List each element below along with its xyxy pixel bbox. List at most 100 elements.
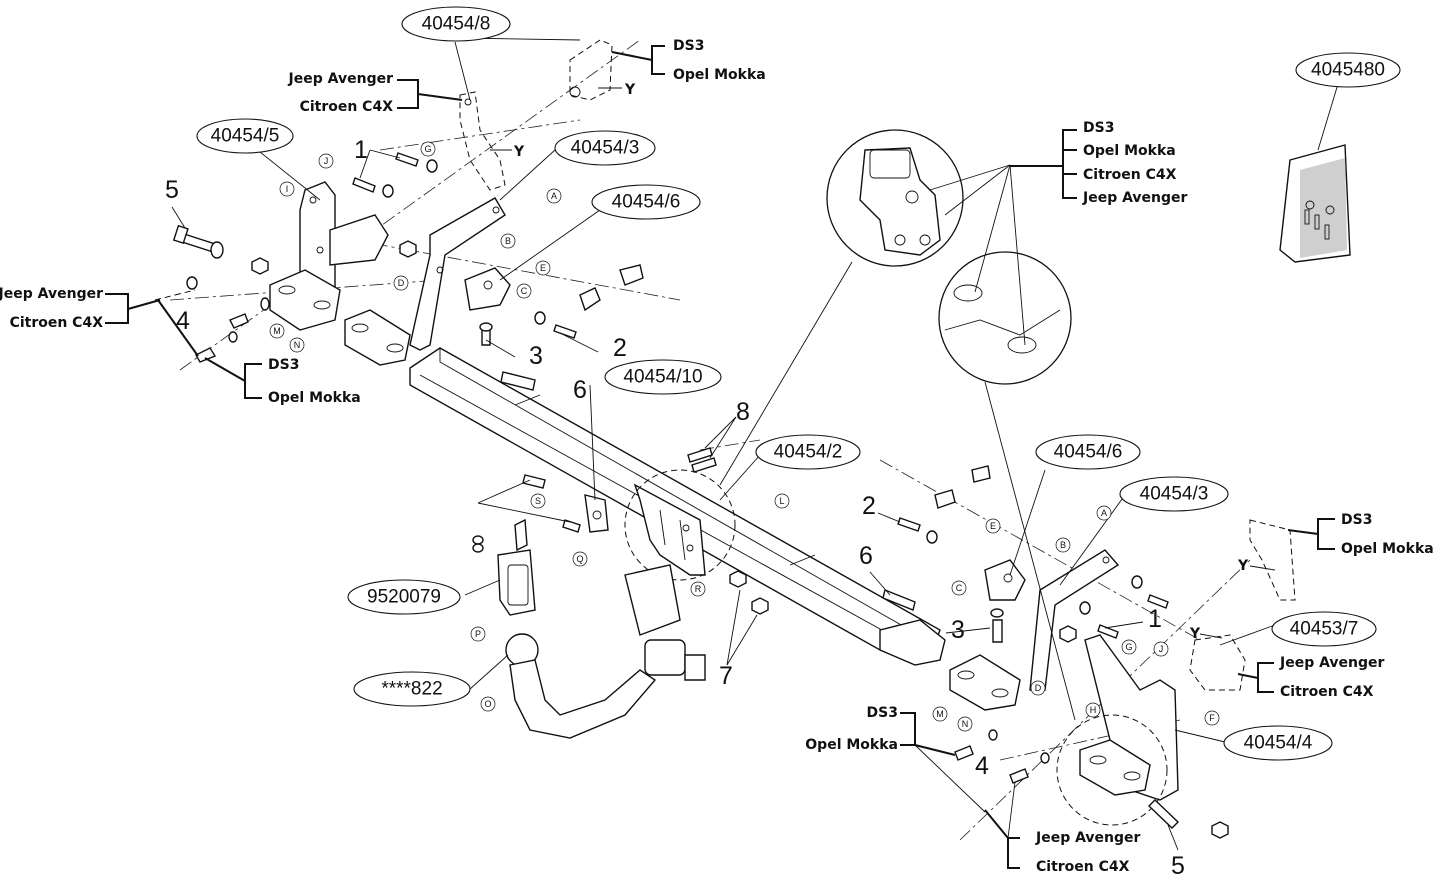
svg-text:40453/7: 40453/7 <box>1290 619 1359 640</box>
y-mark-right-2: Y <box>1189 626 1201 642</box>
bubble-40454-2: 40454/2 <box>755 434 861 470</box>
left-fasteners <box>154 152 577 391</box>
svg-text:****822: ****822 <box>381 679 442 700</box>
right-bracket-40454-4 <box>1056 634 1179 826</box>
letter-C1: C <box>516 283 532 299</box>
letter-I1: I <box>279 181 295 197</box>
svg-text:40454/3: 40454/3 <box>1140 484 1209 505</box>
letter-C2: C <box>951 580 967 596</box>
callout-2-right: 2 <box>862 492 876 520</box>
callout-8: 8 <box>736 398 750 426</box>
svg-text:40454/6: 40454/6 <box>612 192 681 213</box>
callout-7: 7 <box>719 662 733 690</box>
svg-text:40454/2: 40454/2 <box>774 442 843 463</box>
svg-text:M: M <box>936 709 944 719</box>
callout-numbers: 1 5 4 3 2 6 8 2 6 3 7 1 4 5 <box>165 136 1185 879</box>
svg-text:4045480: 4045480 <box>1311 60 1385 81</box>
bubble-40454-4: 40454/4 <box>1223 725 1333 761</box>
right-fasteners <box>882 517 1229 839</box>
bubble-9520079: 9520079 <box>347 579 461 615</box>
socket-9520079 <box>472 518 536 616</box>
callout-5-right: 5 <box>1171 852 1185 879</box>
letter-H2: H <box>1085 702 1101 718</box>
letter-J2: J <box>1153 641 1169 657</box>
label-detail-jeep: Jeep Avenger <box>1082 190 1188 206</box>
letter-F2: F <box>1204 710 1220 726</box>
detail-circle-1 <box>826 129 964 267</box>
detail-leaders <box>719 164 1076 721</box>
center-bracket <box>624 469 736 581</box>
y-mark-left: Y <box>513 144 525 160</box>
svg-text:G: G <box>424 144 431 154</box>
left-bracket-40454-3 <box>344 197 506 366</box>
label-left-mokka: Opel Mokka <box>268 390 361 406</box>
label-detail-mokka: Opel Mokka <box>1083 143 1176 159</box>
letter-G2: G <box>1121 639 1137 655</box>
svg-text:F: F <box>1209 713 1215 723</box>
svg-text:J: J <box>1159 644 1164 654</box>
svg-text:S: S <box>535 496 541 506</box>
y-marks: Y Y Y Y <box>490 82 1276 642</box>
svg-text:B: B <box>1060 540 1066 550</box>
bubble-40454-5: 40454/5 <box>196 118 294 154</box>
label-bottom-mokka: Opel Mokka <box>805 737 898 753</box>
label-right-ds3: DS3 <box>1341 512 1372 528</box>
letter-L1: L <box>774 493 790 509</box>
callout-3-left: 3 <box>529 342 543 370</box>
label-right-c4x: Citroen C4X <box>1280 684 1374 700</box>
label-detail-c4x: Citroen C4X <box>1083 167 1177 183</box>
car-brackets <box>105 45 1335 869</box>
bubble-4045480: 4045480 <box>1295 52 1401 88</box>
svg-text:R: R <box>695 584 702 594</box>
callout-2-left: 2 <box>613 334 627 362</box>
label-top-jeep: Jeep Avenger <box>288 71 394 87</box>
letter-D1: D <box>393 275 409 291</box>
svg-text:40454/4: 40454/4 <box>1244 733 1313 754</box>
label-right-jeep: Jeep Avenger <box>1279 655 1385 671</box>
svg-text:O: O <box>484 699 491 709</box>
svg-text:C: C <box>521 286 528 296</box>
letter-P1: P <box>470 626 486 642</box>
detail-circle-2 <box>938 251 1072 385</box>
svg-text:H: H <box>1090 705 1097 715</box>
callout-6-right: 6 <box>859 542 873 570</box>
svg-text:L: L <box>779 496 784 506</box>
letter-Q1: Q <box>572 551 588 567</box>
part-bubbles: 40454/8 40454/5 40454/3 40454/6 40454/10… <box>196 6 1401 761</box>
svg-text:C: C <box>956 583 963 593</box>
svg-text:A: A <box>551 191 557 201</box>
label-left-jeep: Jeep Avenger <box>0 286 103 302</box>
svg-text:40454/5: 40454/5 <box>211 126 280 147</box>
letter-E2: E <box>985 518 1001 534</box>
label-detail-ds3: DS3 <box>1083 120 1114 136</box>
letter-M1: M <box>269 323 285 339</box>
right-bracket-40454-3 <box>949 549 1120 711</box>
left-small-bracket-40454-6 <box>464 264 644 312</box>
bubble-40454-6-left: 40454/6 <box>591 184 701 220</box>
letter-D2: D <box>1030 680 1046 696</box>
label-top-c4x: Citroen C4X <box>300 99 394 115</box>
letter-markers: A B C D E G I J M N S Q P O R L A B C D … <box>269 141 1220 732</box>
bubble-40454-8: 40454/8 <box>401 6 511 42</box>
callout-1-right: 1 <box>1148 605 1162 633</box>
letter-J1: J <box>318 153 334 169</box>
svg-text:B: B <box>505 236 511 246</box>
car-model-labels: DS3 Opel Mokka Jeep Avenger Citroen C4X … <box>0 38 1434 875</box>
label-bottom-c4x: Citroen C4X <box>1036 859 1130 875</box>
svg-text:N: N <box>294 340 301 350</box>
leader-lines <box>171 37 1276 851</box>
label-left-c4x: Citroen C4X <box>10 315 104 331</box>
y-mark-right: Y <box>1237 558 1249 574</box>
letter-M2: M <box>932 706 948 722</box>
letter-O1: O <box>480 696 496 712</box>
svg-text:40454/10: 40454/10 <box>623 367 702 388</box>
callout-5-left: 5 <box>165 176 179 204</box>
svg-text:I: I <box>286 184 289 194</box>
svg-text:9520079: 9520079 <box>367 587 441 608</box>
svg-text:J: J <box>324 156 329 166</box>
bubble-40454-3-right: 40454/3 <box>1119 476 1229 512</box>
svg-text:M: M <box>273 326 281 336</box>
svg-text:Q: Q <box>576 554 583 564</box>
callout-4-left: 4 <box>176 307 190 335</box>
